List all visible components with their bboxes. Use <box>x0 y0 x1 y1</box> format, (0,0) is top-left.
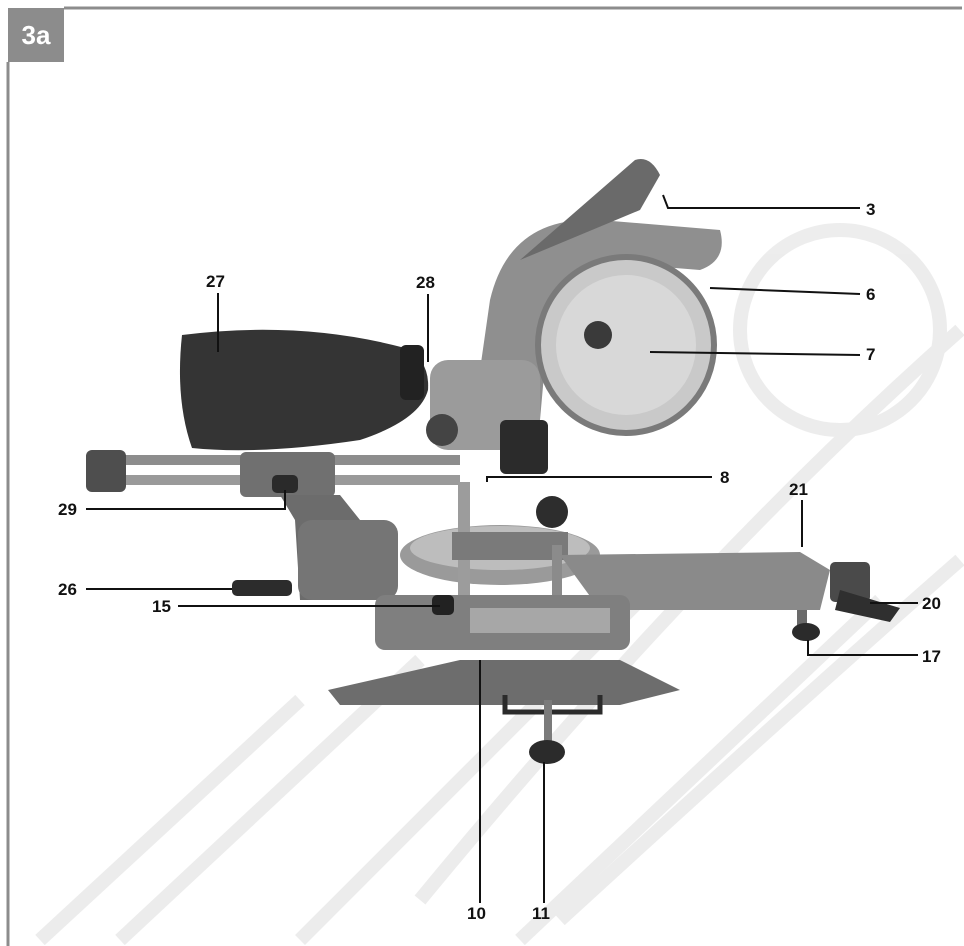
callout-26: 26 <box>58 580 77 599</box>
frame-border <box>6 6 962 946</box>
callout-10: 10 <box>467 904 486 923</box>
base-feet <box>328 660 680 705</box>
callout-11: 11 <box>532 904 550 923</box>
callout-3: 3 <box>866 200 876 219</box>
figure-tag: 3a <box>8 8 64 62</box>
dust-bag <box>179 329 429 451</box>
callout-8: 8 <box>720 468 730 487</box>
callout-28: 28 <box>416 273 435 292</box>
table-extension <box>560 552 830 610</box>
leader-lines <box>86 194 918 903</box>
callout-6: 6 <box>866 285 876 304</box>
callout-17: 17 <box>922 647 941 666</box>
callout-21: 21 <box>789 480 808 499</box>
callout-7: 7 <box>866 345 876 364</box>
callout-20: 20 <box>922 594 941 613</box>
callout-15: 15 <box>152 597 171 616</box>
callout-27: 27 <box>206 272 225 291</box>
callout-29: 29 <box>58 500 77 519</box>
rail-carriage <box>240 452 335 497</box>
